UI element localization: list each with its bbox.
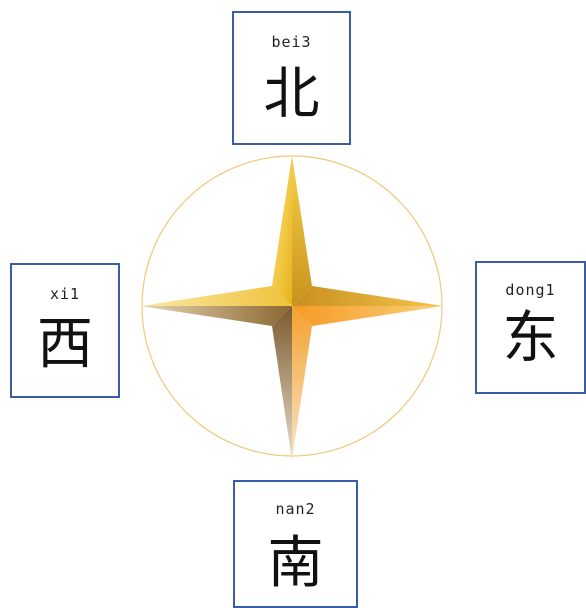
south-card: nan2 南 [233,480,358,608]
star-east-top-facet [292,286,443,306]
north-character: 北 [234,67,349,123]
star-north-left-facet [272,156,292,306]
star-west-top-facet [140,286,292,306]
north-card: bei3 北 [232,11,351,145]
east-pinyin: dong1 [477,281,584,299]
west-character: 西 [12,317,118,373]
west-card: xi1 西 [10,263,120,398]
star-east-bottom-facet [292,306,443,326]
south-pinyin: nan2 [235,500,356,518]
east-character: 东 [477,311,584,367]
east-card: dong1 东 [475,261,586,394]
star-south-left-facet [272,306,292,460]
star-west-bottom-facet [140,306,292,326]
star-south-right-facet [292,306,312,460]
south-character: 南 [235,536,356,592]
compass-star [140,156,443,460]
star-north-right-facet [292,156,312,306]
west-pinyin: xi1 [12,285,118,303]
north-pinyin: bei3 [234,33,349,51]
